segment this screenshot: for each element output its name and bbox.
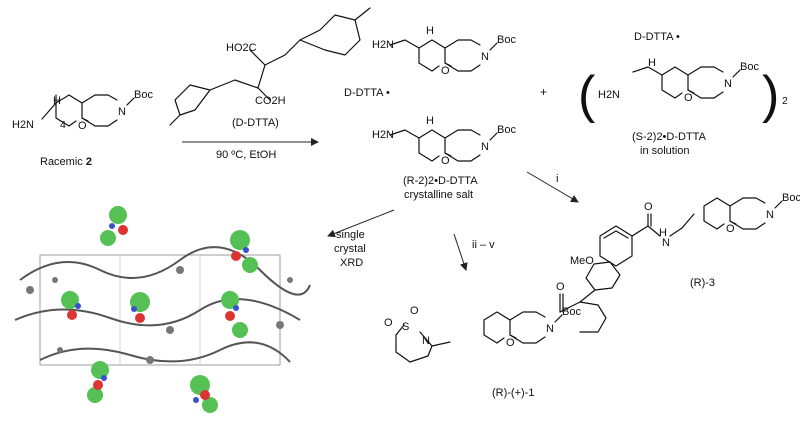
- paren-subscript: 2: [782, 95, 788, 107]
- salt-amine-lower: [389, 123, 518, 168]
- salt-upper-nh2: H2N: [372, 39, 394, 51]
- compound-3-carbonyl-o: O: [644, 201, 653, 213]
- compound-1-caption: (R)-(+)-1: [492, 387, 534, 399]
- xrd-label-3: XRD: [340, 257, 363, 269]
- conditions-label: 90 ºC, EtOH: [216, 149, 276, 161]
- step-ii-v-arrow: [453, 233, 468, 271]
- racemic-2-prefix: Racemic: [40, 156, 86, 168]
- paren-right: ): [762, 66, 779, 124]
- compound-1-o2: O: [410, 305, 419, 317]
- compound-1-structure: [395, 261, 621, 363]
- compound-3-caption: (R)-3: [690, 277, 715, 289]
- xrd-label-1: single: [336, 229, 365, 241]
- plus-sign: +: [540, 85, 547, 99]
- salt-caption-2: crystalline salt: [404, 189, 473, 201]
- compound-3-spiro: [703, 191, 800, 236]
- solution-h: H: [648, 57, 656, 69]
- salt-amine-upper: [389, 33, 518, 78]
- ddtta-ho2c-group: HO2C: [226, 42, 257, 54]
- racemic-2-nh2-atom: H2N: [12, 119, 34, 131]
- compound-1-carbonyl-o: O: [556, 281, 565, 293]
- xrd-arrow: [327, 209, 395, 238]
- xrd-label-2: crystal: [334, 243, 366, 255]
- solution-caption-2: in solution: [640, 145, 690, 157]
- crystal-packing-image: [14, 206, 311, 413]
- racemic-2-h-atom: H: [53, 95, 61, 107]
- compound-1-o1: O: [384, 317, 393, 329]
- racemic-2-locant: 4: [60, 119, 66, 131]
- salt-lower-h: H: [426, 115, 434, 127]
- compound-3-nh-n: N: [662, 237, 670, 249]
- step-i-arrow: [526, 171, 579, 203]
- step-i-label: i: [556, 173, 558, 185]
- salt-upper-h: H: [426, 25, 434, 37]
- salt-ddtta-label: D-DTTA •: [344, 87, 390, 99]
- salt-caption-1: (R-2)2•D-DTTA: [403, 175, 478, 187]
- paren-left: (: [578, 66, 596, 124]
- compound-3-structure: [599, 213, 695, 267]
- step-ii-v-label: ii – v: [472, 239, 495, 251]
- compound-3-meo: MeO: [570, 255, 594, 267]
- solution-nh2: H2N: [598, 89, 620, 101]
- ddtta-structure: [169, 7, 371, 126]
- salt-lower-nh2: H2N: [372, 129, 394, 141]
- compound-1-n: N: [422, 335, 430, 347]
- compound-1-sulfur: S: [402, 321, 409, 333]
- compound-3-nh-h: H: [659, 227, 667, 239]
- solution-caption-1: (S-2)2•D-DTTA: [632, 131, 707, 143]
- ddtta-co2h-group: CO2H: [255, 95, 286, 107]
- ddtta-name-label: (D-DTTA): [232, 117, 279, 129]
- solution-amine: [632, 60, 761, 105]
- solution-ddtta-label: D-DTTA •: [634, 31, 680, 43]
- racemic-2-number: 2: [86, 156, 92, 168]
- racemic-2-structure: [41, 88, 155, 133]
- compound-1-spiro: [483, 305, 583, 350]
- racemic-2-caption: Racemic 2: [40, 156, 92, 168]
